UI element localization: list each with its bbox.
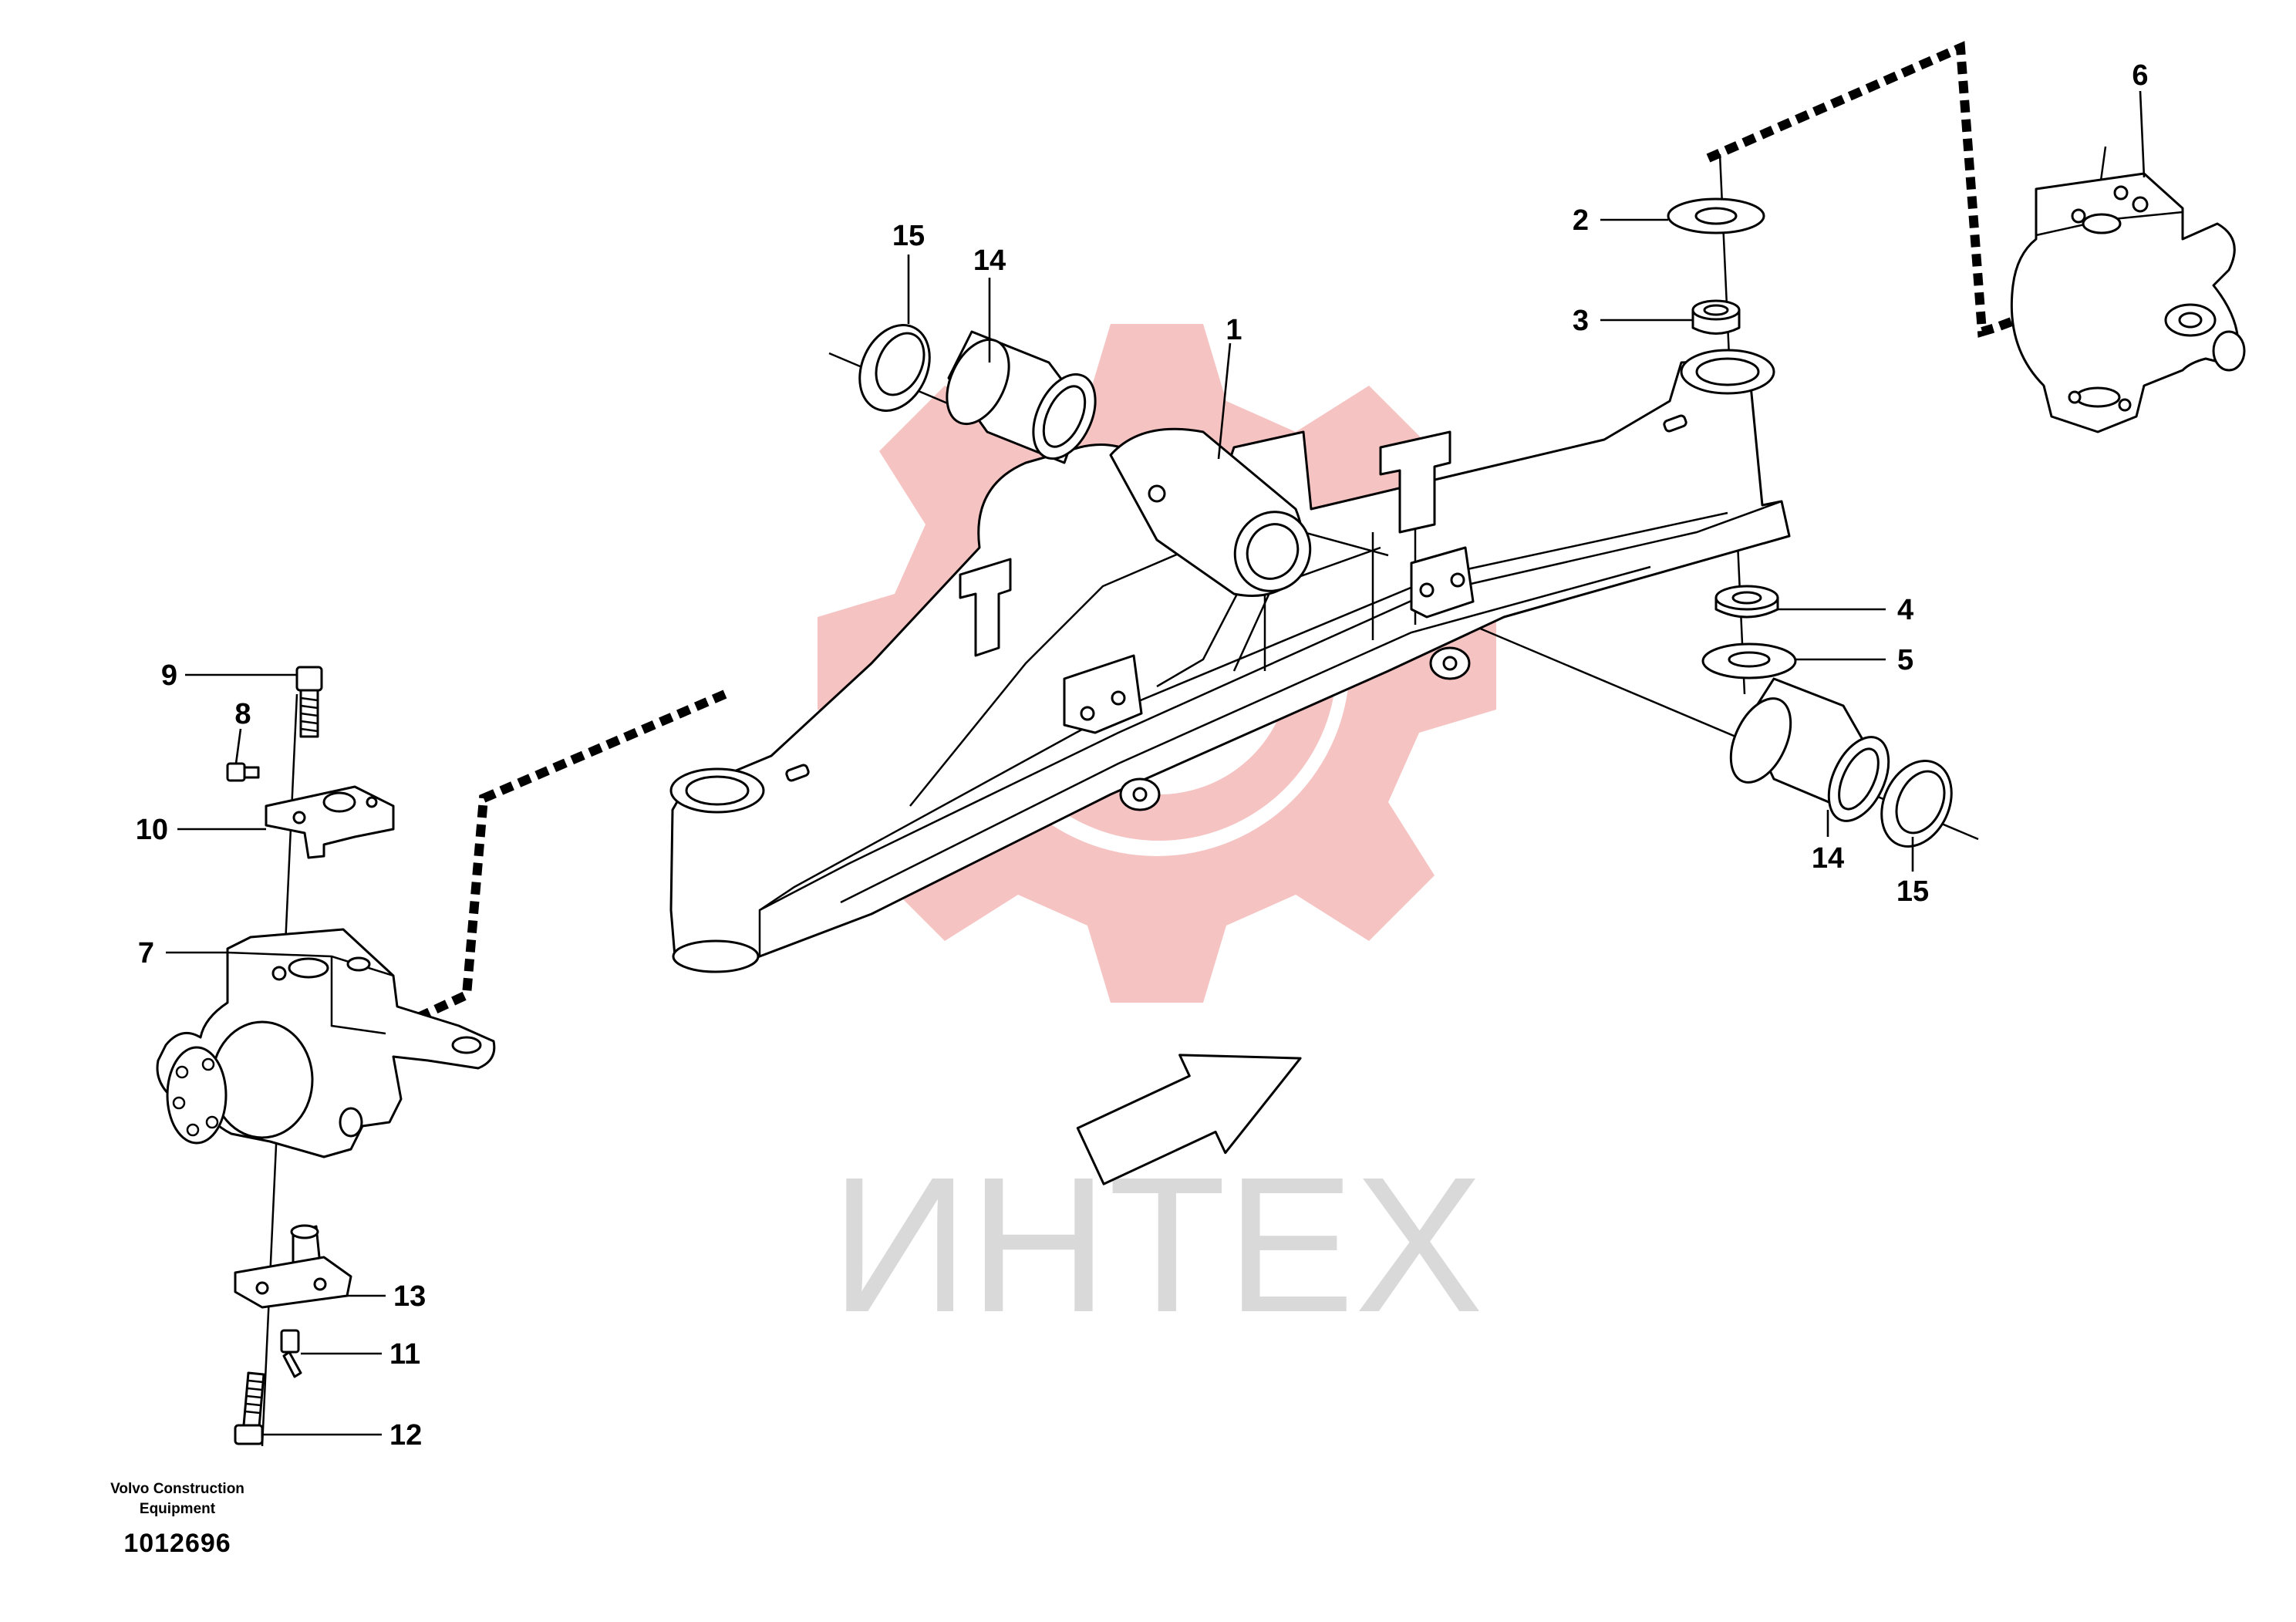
bolt-part-9 <box>295 666 323 738</box>
document-number: 1012696 <box>123 1529 231 1558</box>
callout-15b: 15 <box>1896 875 1929 908</box>
callout-5: 5 <box>1897 644 1913 676</box>
callout-1: 1 <box>1226 314 1242 346</box>
callout-13: 13 <box>393 1280 426 1313</box>
callout-6: 6 <box>2132 59 2148 92</box>
steering-knuckle-part-7 <box>156 928 496 1158</box>
footer: Volvo Construction Equipment 1012696 <box>77 1479 278 1559</box>
bushing-part-14-right <box>1729 677 1890 822</box>
bearing-part-3 <box>1691 299 1741 335</box>
callout-12: 12 <box>389 1419 422 1452</box>
callout-15a: 15 <box>892 220 925 252</box>
seal-ring-part-15-right <box>1880 760 1953 848</box>
leader-1 <box>1217 342 1232 460</box>
dashed-assembly-line-right <box>1706 41 2100 338</box>
grease-nipple-part-8 <box>226 762 260 782</box>
bolt-part-12 <box>234 1371 265 1445</box>
callout-2: 2 <box>1573 204 1589 237</box>
washer-part-5 <box>1701 642 1797 679</box>
manufacturer-name-line1: Volvo Construction <box>110 1481 244 1497</box>
forward-direction-arrow-icon <box>1076 1054 1302 1185</box>
callout-9: 9 <box>161 659 177 692</box>
bushing-part-14-left <box>946 330 1097 464</box>
steering-knuckle-part-6 <box>2010 172 2246 433</box>
manufacturer-name-line2: Equipment <box>139 1501 216 1517</box>
callout-10: 10 <box>136 814 168 846</box>
callout-14a: 14 <box>973 244 1006 277</box>
callout-14b: 14 <box>1812 842 1844 875</box>
washer-part-2 <box>1667 197 1765 234</box>
lower-plate-part-13 <box>234 1224 352 1309</box>
callout-8: 8 <box>234 698 251 730</box>
watermark-text: ИНТЕХ <box>831 1137 1483 1352</box>
callout-3: 3 <box>1573 305 1589 337</box>
leader-8 <box>234 728 242 764</box>
grease-nipple-part-11 <box>280 1329 302 1378</box>
callout-7: 7 <box>138 937 154 969</box>
bearing-part-4 <box>1714 585 1779 619</box>
callout-4: 4 <box>1897 594 1913 626</box>
seal-ring-part-15-left <box>858 324 931 412</box>
upper-plate-part-10 <box>265 785 395 859</box>
callout-11: 11 <box>389 1338 420 1371</box>
axle-beam-part-1 <box>669 349 1791 973</box>
leader-6 <box>2139 90 2146 178</box>
dashed-assembly-line-left <box>414 690 727 1023</box>
